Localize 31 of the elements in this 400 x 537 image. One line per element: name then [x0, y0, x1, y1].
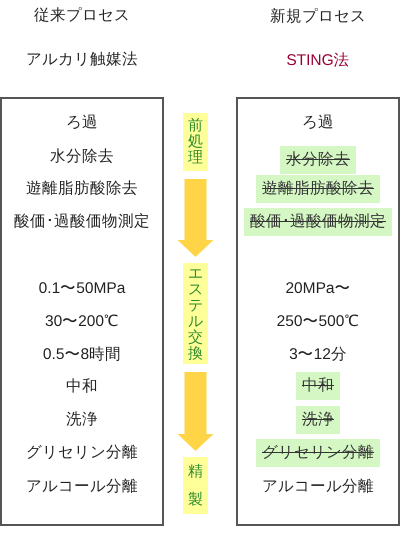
struck-step-box: 中和 — [296, 372, 340, 400]
block-arrow — [178, 179, 214, 257]
stage-tag: エステル交換 — [183, 263, 208, 364]
column-heading: 新規プロセス — [270, 8, 366, 26]
method-name: アルカリ触媒法 — [26, 51, 138, 69]
method-name: STING法 — [286, 52, 350, 70]
step-label: 水分除去 — [50, 148, 114, 166]
step-label: 中和 — [66, 378, 98, 396]
step-label: ろ過 — [302, 114, 334, 132]
struck-step-box: 酸価･過酸価物測定 — [244, 208, 392, 236]
step-label: アルコール分離 — [26, 478, 138, 496]
step-label: 酸価･過酸価物測定 — [14, 213, 150, 231]
struck-step-box: グリセリン分離 — [256, 439, 380, 467]
stage-tag: 前処理 — [183, 113, 208, 171]
step-label: 20MPa〜 — [285, 280, 351, 298]
step-label: アルコール分離 — [262, 478, 374, 496]
struck-step-box: 水分除去 — [280, 146, 356, 174]
step-label: 遊離脂肪酸除去 — [26, 180, 138, 198]
column-heading: 従来プロセス — [34, 7, 130, 25]
block-arrow — [178, 372, 214, 451]
stage-tag: 精製 — [183, 457, 208, 514]
step-label: 0.1〜50MPa — [38, 280, 126, 298]
step-label: 洗浄 — [66, 411, 98, 429]
step-label: ろ過 — [66, 114, 98, 132]
step-label: 30〜200℃ — [44, 313, 120, 331]
step-label: グリセリン分離 — [26, 444, 138, 462]
struck-step-box: 遊離脂肪酸除去 — [256, 175, 380, 203]
step-label: 0.5〜8時間 — [42, 346, 122, 364]
struck-step-box: 洗浄 — [296, 406, 340, 434]
step-label: 3〜12分 — [289, 346, 347, 364]
step-label: 250〜500℃ — [276, 313, 360, 331]
